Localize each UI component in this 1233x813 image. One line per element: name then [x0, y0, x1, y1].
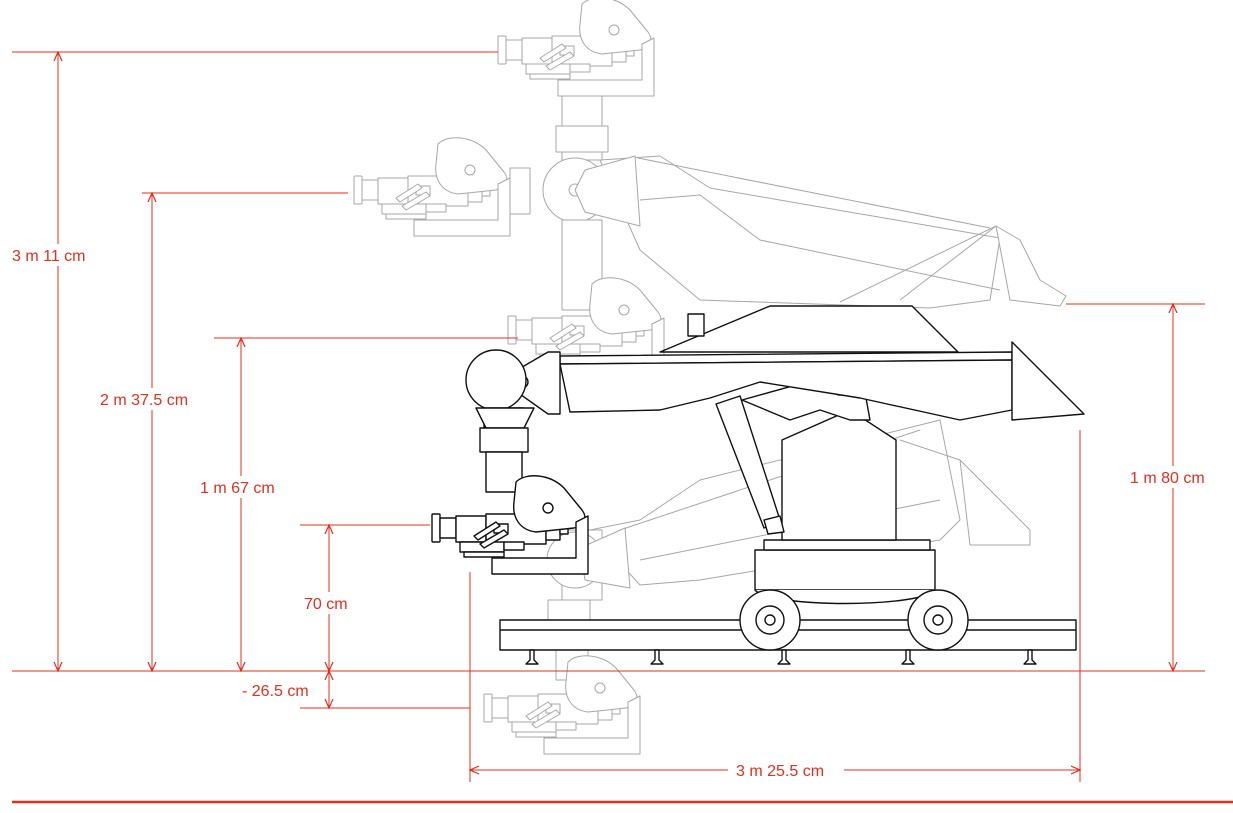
label-low-height: 70 cm	[304, 596, 348, 613]
ghost-camera-upper	[353, 137, 511, 237]
dim-max-height: 3 m 11 cm	[6, 52, 498, 671]
ghost-post	[509, 79, 641, 681]
dim-mid-height: 1 m 67 cm	[194, 338, 518, 671]
label-reach: 3 m 25.5 cm	[736, 763, 824, 780]
label-upper-height: 2 m 37.5 cm	[100, 392, 188, 409]
label-max-height: 3 m 11 cm	[12, 248, 86, 265]
label-mid-height: 1 m 67 cm	[200, 480, 275, 497]
ghost-camera-top	[497, 0, 655, 97]
dim-crane-height: 1 m 80 cm	[1066, 304, 1222, 671]
label-below-ground: - 26.5 cm	[242, 683, 309, 700]
dim-upper-height: 2 m 37.5 cm	[96, 193, 348, 671]
dolly-wheels	[739, 589, 969, 651]
dolly-body	[754, 409, 936, 605]
crane-arm	[499, 305, 1085, 535]
crane-post	[465, 349, 535, 493]
ghost-arm-upper	[599, 155, 1067, 309]
label-crane-height: 1 m 80 cm	[1130, 470, 1205, 487]
dim-reach: 3 m 25.5 cm	[470, 430, 1080, 782]
dim-below-ground: - 26.5 cm	[242, 671, 470, 708]
main-crane	[431, 305, 1085, 665]
track-feet	[525, 649, 1037, 665]
dim-low-height: 70 cm	[300, 525, 430, 671]
dimension-lines: 3 m 11 cm 2 m 37.5 cm 1 m 67 cm 70 cm	[6, 52, 1233, 804]
